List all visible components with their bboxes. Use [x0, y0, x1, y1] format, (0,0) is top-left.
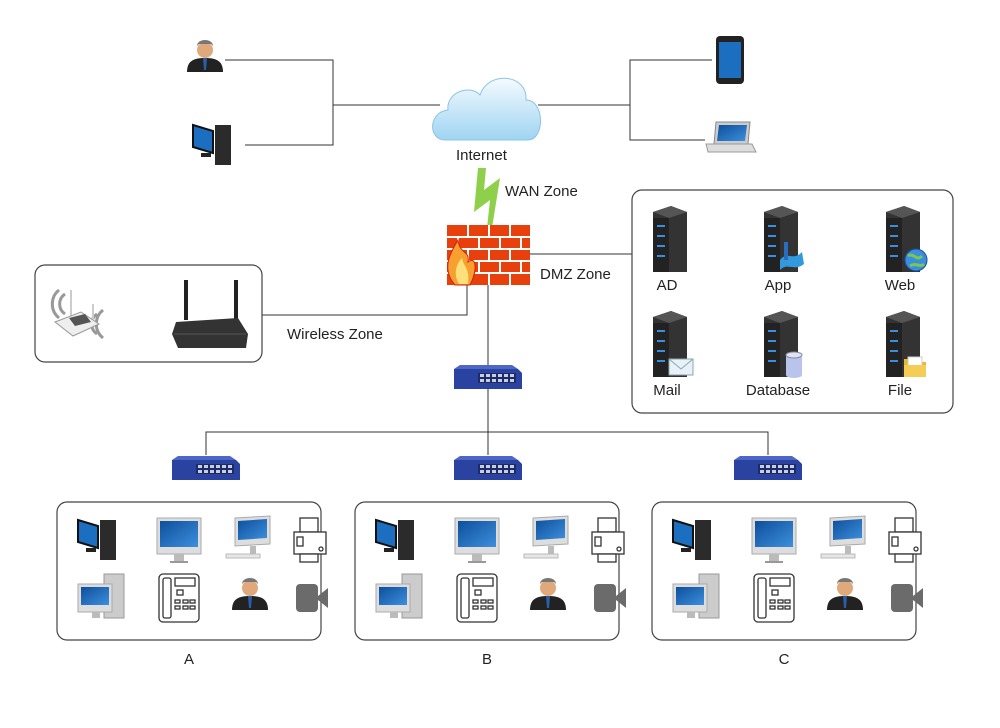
ip-phone-icon — [158, 573, 200, 623]
printer-icon — [591, 517, 625, 563]
imac-icon — [454, 517, 500, 563]
desktop-computer-icon — [77, 518, 116, 560]
printer-icon — [888, 517, 922, 563]
server-web-icon — [886, 206, 928, 272]
wifi-access-point-icon — [50, 288, 105, 340]
server-label: App — [765, 277, 792, 294]
server-file-icon — [886, 311, 926, 377]
imac-keyboard-icon — [820, 515, 866, 559]
wan-zone-label: WAN Zone — [505, 183, 578, 200]
dmz-zone-box — [631, 189, 954, 414]
group-box-c — [651, 501, 917, 641]
server-label: Database — [746, 382, 810, 399]
internet-cloud-icon — [432, 77, 541, 141]
server-label: AD — [657, 277, 678, 294]
group-box-a — [56, 501, 322, 641]
server-database-icon — [764, 311, 803, 378]
core-switch-icon — [454, 365, 522, 389]
group-label: B — [482, 651, 492, 668]
imac-keyboard-icon — [225, 515, 271, 559]
wireless-router-icon — [172, 280, 248, 348]
group-label: A — [184, 651, 194, 668]
wireless-zone-box — [34, 264, 263, 363]
desktop-computer-icon — [192, 123, 231, 165]
server-label: Web — [885, 277, 916, 294]
firewall-icon — [447, 225, 530, 286]
access-switch-icon-c — [734, 456, 802, 480]
imac-keyboard-icon — [523, 515, 569, 559]
desktop-computer-icon — [375, 518, 414, 560]
video-camera-icon — [296, 584, 328, 612]
access-switch-icon-a — [172, 456, 240, 480]
ip-phone-icon — [753, 573, 795, 623]
user-icon — [827, 578, 863, 610]
access-switch-icon-b — [454, 456, 522, 480]
user-icon — [232, 578, 268, 610]
mac-pro-icon — [672, 573, 720, 619]
server-label: Mail — [653, 382, 681, 399]
server-label: File — [888, 382, 912, 399]
ip-phone-icon — [456, 573, 498, 623]
video-camera-icon — [594, 584, 626, 612]
video-camera-icon — [891, 584, 923, 612]
server-ad-icon — [653, 206, 687, 272]
mac-pro-icon — [375, 573, 423, 619]
desktop-computer-icon — [672, 518, 711, 560]
wireless-zone-label: Wireless Zone — [287, 326, 383, 343]
imac-icon — [751, 517, 797, 563]
user-icon — [187, 40, 223, 72]
printer-icon — [293, 517, 327, 563]
internet-label: Internet — [456, 147, 508, 164]
server-app-icon — [764, 206, 804, 272]
group-label: C — [779, 651, 790, 668]
laptop-icon — [705, 121, 757, 153]
wan-lightning-icon — [474, 168, 500, 228]
mac-pro-icon — [77, 573, 125, 619]
connection-lines — [205, 59, 769, 455]
tablet-icon — [716, 36, 744, 84]
user-icon — [530, 578, 566, 610]
server-mail-icon — [653, 311, 694, 377]
dmz-zone-label: DMZ Zone — [540, 266, 611, 283]
group-box-b — [354, 501, 620, 641]
imac-icon — [156, 517, 202, 563]
